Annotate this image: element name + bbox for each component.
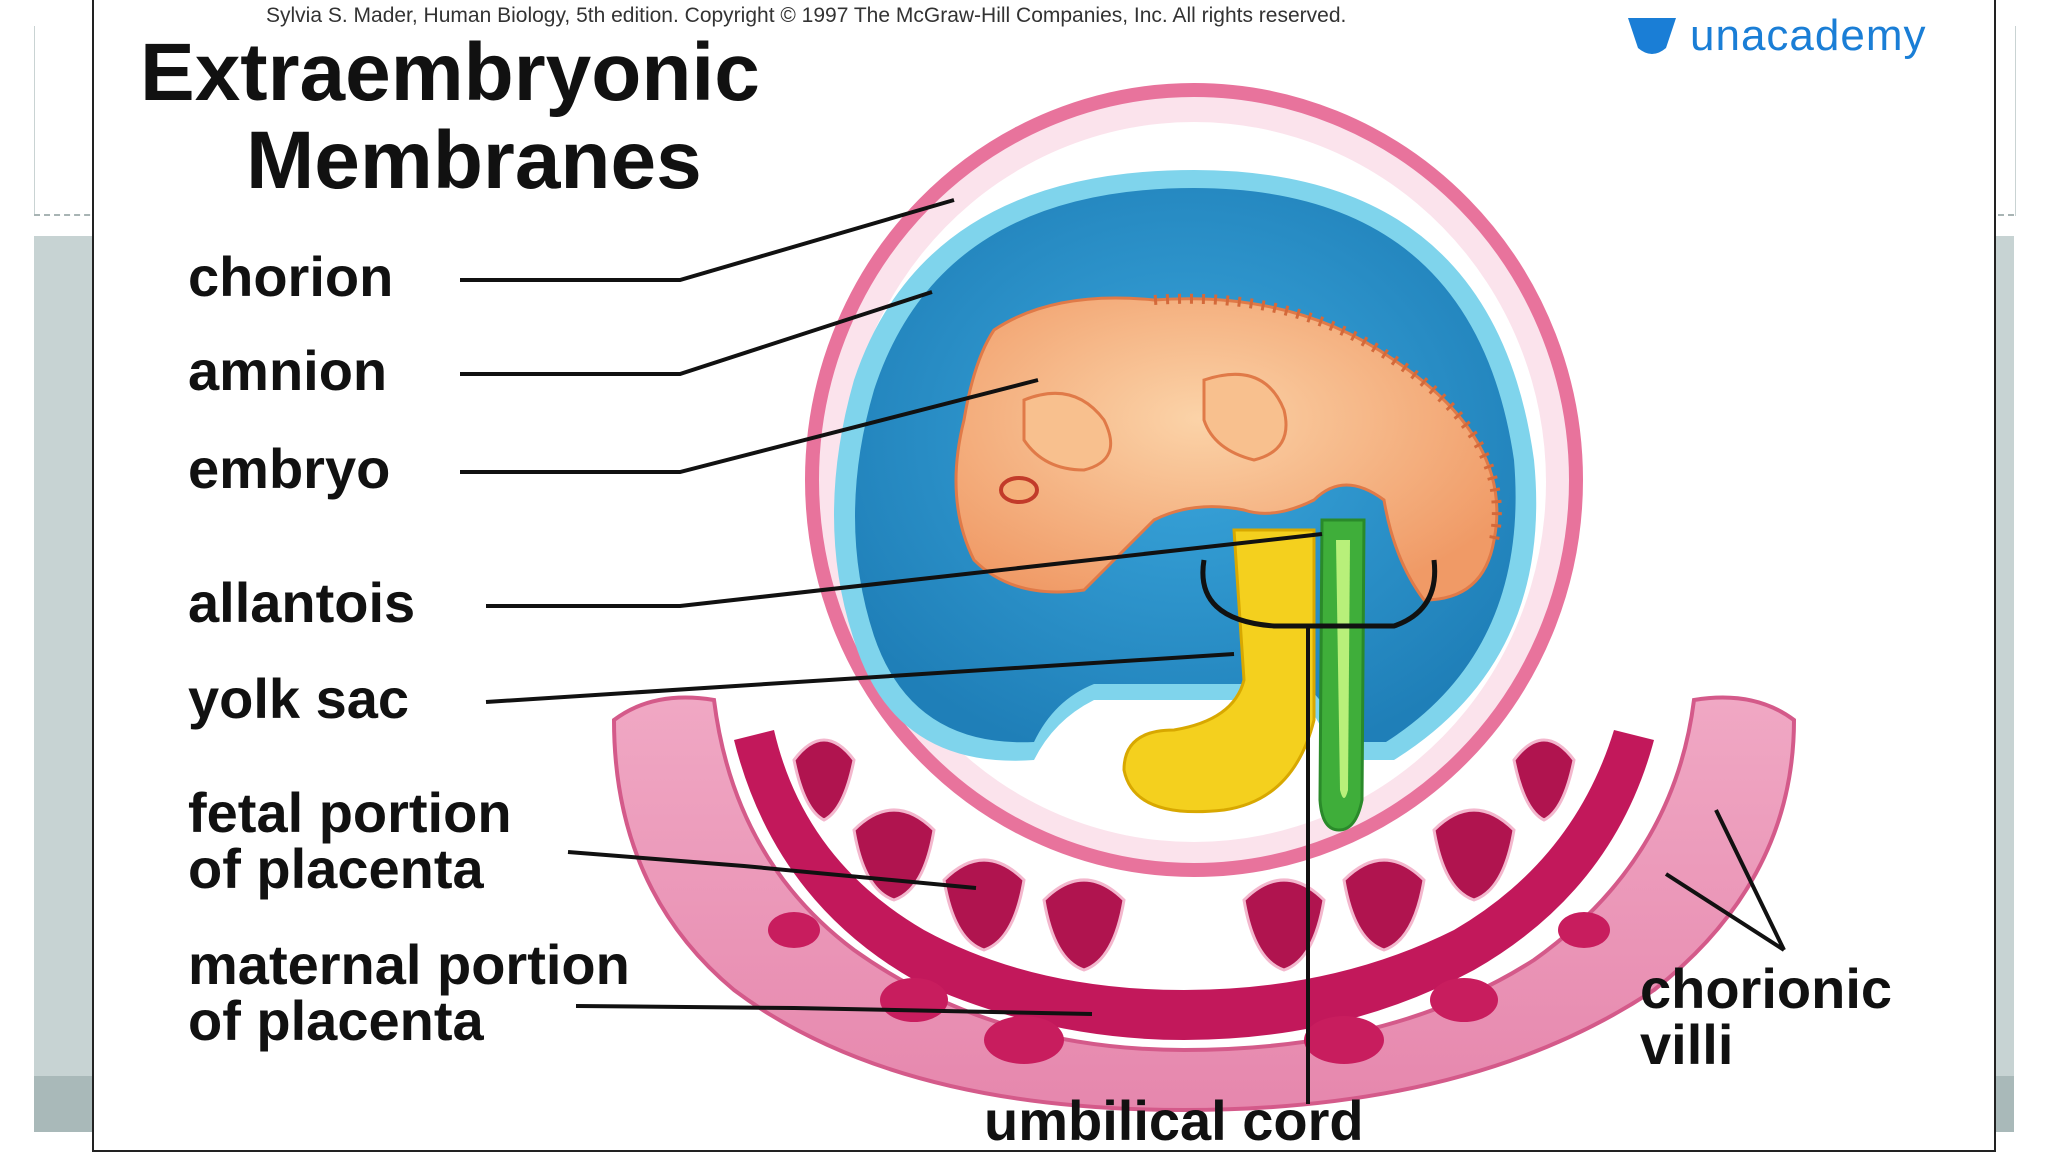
- diagram-title-line-1: Extraembryonic: [140, 27, 760, 118]
- blood-space: [880, 978, 948, 1022]
- blood-space: [1430, 978, 1498, 1022]
- villus: [1434, 810, 1514, 900]
- villus: [944, 860, 1024, 950]
- label-embryo: embryo: [188, 437, 390, 500]
- copyright-credit: Sylvia S. Mader, Human Biology, 5th edit…: [266, 4, 1346, 27]
- label-allantois: allantois: [188, 571, 415, 634]
- villus: [1044, 880, 1124, 970]
- label-chorionic-villi-line-1: chorionic: [1640, 957, 1892, 1020]
- villus: [1344, 860, 1424, 950]
- label-maternal-portion-line-2: of placenta: [188, 989, 484, 1052]
- label-chorionic-villi-line-2: villi: [1640, 1013, 1733, 1076]
- label-umbilical-cord: umbilical cord: [984, 1089, 1364, 1152]
- unacademy-logo-icon: [1628, 18, 1676, 54]
- blood-space: [1304, 1016, 1384, 1064]
- blood-space: [768, 912, 820, 948]
- embryo-eye: [1001, 478, 1037, 502]
- blood-space: [984, 1016, 1064, 1064]
- villus: [794, 740, 854, 820]
- label-fetal-portion-line-2: of placenta: [188, 837, 484, 900]
- diagram-title-line-2: Membranes: [246, 115, 702, 206]
- label-maternal-portion-line-1: maternal portion: [188, 933, 630, 996]
- unacademy-logo-text: unacademy: [1690, 11, 1926, 60]
- diagram-svg: Sylvia S. Mader, Human Biology, 5th edit…: [94, 0, 1996, 1152]
- villus: [1514, 740, 1574, 820]
- label-amnion: amnion: [188, 339, 387, 402]
- diagram-image: Sylvia S. Mader, Human Biology, 5th edit…: [92, 0, 1996, 1152]
- label-yolk-sac: yolk sac: [188, 667, 409, 730]
- label-chorion: chorion: [188, 245, 393, 308]
- blood-space: [1558, 912, 1610, 948]
- unacademy-logo: unacademy: [1628, 11, 1926, 60]
- villus: [854, 810, 934, 900]
- label-fetal-portion-line-1: fetal portion: [188, 781, 512, 844]
- villus: [1244, 880, 1324, 970]
